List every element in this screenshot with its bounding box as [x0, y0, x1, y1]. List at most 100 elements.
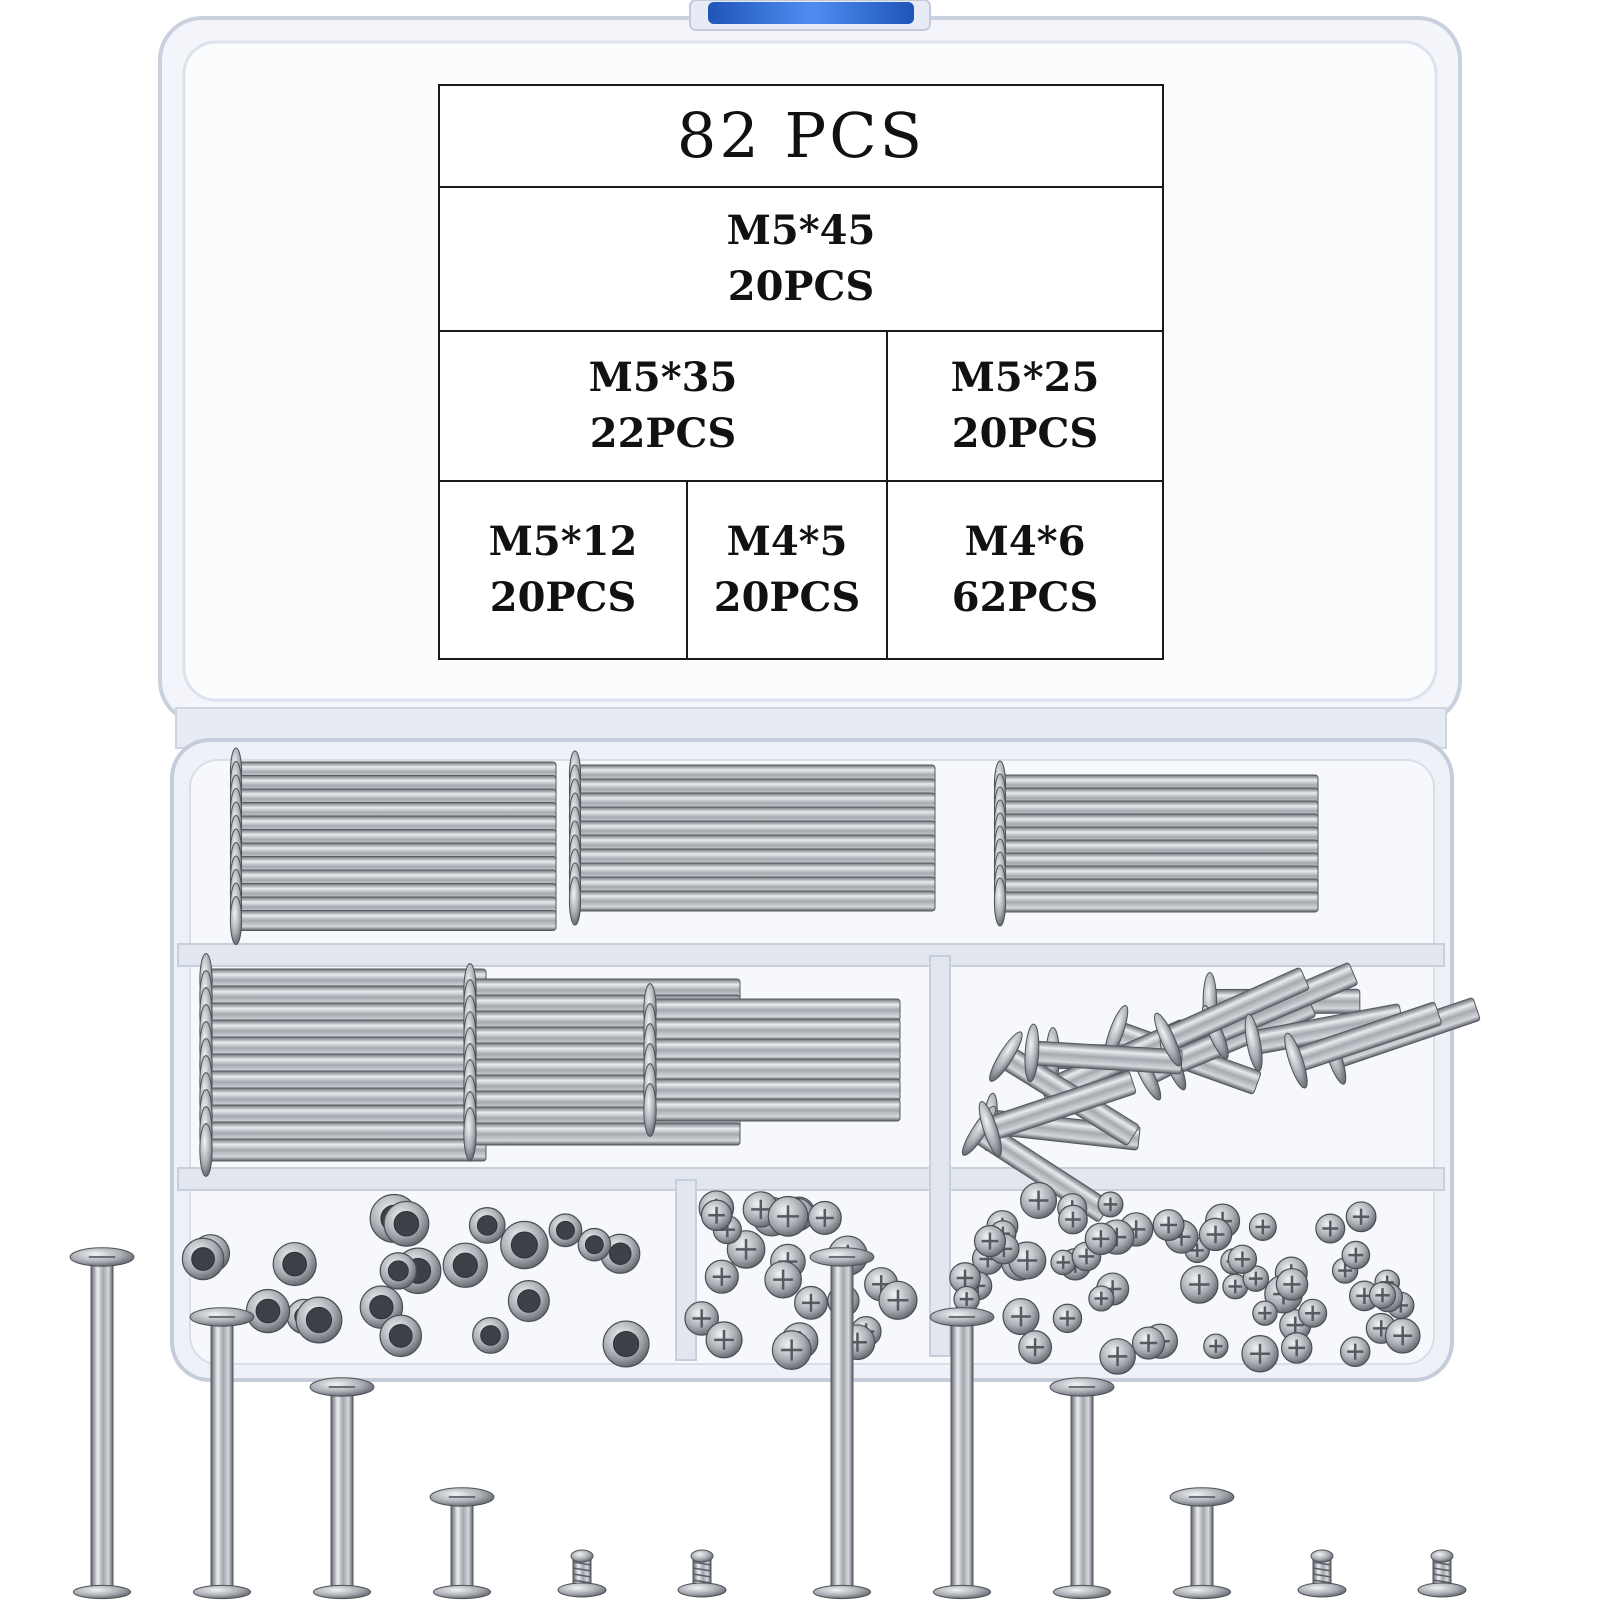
chicago-post [1284, 1001, 1442, 1089]
qty-label: 20PCS [727, 263, 875, 310]
screw-head [1339, 1336, 1371, 1367]
barrel-nut [272, 1241, 317, 1287]
chicago-post [993, 877, 1319, 927]
size-label: M4*6 [964, 518, 1086, 565]
screw-head [1052, 1303, 1083, 1334]
screw-head [973, 1225, 1007, 1258]
short-screw [1297, 1549, 1347, 1598]
chicago-post [643, 1083, 901, 1137]
qty-label: 22PCS [589, 410, 737, 457]
compartment-m5x35 [199, 953, 901, 1177]
screw-head [1088, 1285, 1115, 1312]
screw-head [1097, 1191, 1124, 1218]
screw-head [794, 1285, 828, 1320]
barrel-nut [472, 1316, 509, 1354]
screw-head [878, 1280, 918, 1320]
screw-head [704, 1259, 739, 1294]
chicago-post [1154, 967, 1310, 1067]
angled-post [1284, 1001, 1442, 1089]
barrel-nut [602, 1320, 650, 1368]
barrel-nut [500, 1220, 549, 1270]
screw-head [1050, 1249, 1077, 1276]
latch-clip[interactable] [689, 0, 931, 31]
screw-head [1131, 1326, 1166, 1360]
qty-label: 20PCS [489, 574, 637, 621]
angled-post [1154, 967, 1310, 1067]
barrel-nut [295, 1296, 343, 1344]
compartment-m5x12 [181, 1193, 650, 1368]
barrel-nut [507, 1280, 550, 1323]
short-screw [1417, 1549, 1467, 1598]
barrel-nut [379, 1314, 423, 1358]
lid-label-table: 82 PCS M5*45 20PCS M5*35 22PCS M5*25 20P… [438, 84, 1164, 660]
screw-head [767, 1195, 809, 1237]
cell-m5x12: M5*12 20PCS [440, 482, 686, 658]
tray-dividers [177, 943, 1445, 1361]
size-label: M5*45 [726, 207, 876, 254]
loose-post-m5x45 [809, 1247, 875, 1600]
loose-post-m5x12 [429, 1487, 495, 1600]
screw-head [1384, 1317, 1421, 1354]
size-label: M5*25 [950, 354, 1100, 401]
screw-head [1241, 1335, 1279, 1373]
barrel-nut [548, 1213, 583, 1248]
chicago-post [1024, 1023, 1183, 1083]
barrel-nut [468, 1207, 506, 1244]
screw-head [1002, 1298, 1040, 1336]
loose-post-m5x35 [189, 1307, 255, 1600]
cell-m5x45: M5*45 20PCS [440, 188, 1162, 330]
barrel-nut [442, 1242, 488, 1288]
loose-post-m5x45 [69, 1247, 135, 1600]
short-screw [557, 1549, 607, 1598]
screw-head [1345, 1201, 1377, 1233]
cell-m5x35: M5*35 22PCS [440, 332, 886, 480]
size-label: M4*5 [726, 518, 848, 565]
loose-post-m5x12 [1169, 1487, 1235, 1600]
qty-label: 62PCS [951, 574, 1099, 621]
screw-head [1020, 1181, 1058, 1219]
screw-head [1315, 1213, 1346, 1244]
screw-head [1084, 1222, 1118, 1256]
screw-head [1198, 1217, 1233, 1252]
screw-head [1252, 1300, 1278, 1326]
screw-head [807, 1200, 842, 1235]
loose-post-m5x25 [309, 1377, 375, 1600]
screw-head [1227, 1244, 1258, 1274]
screw-head [1058, 1204, 1088, 1235]
screw-head [1368, 1281, 1397, 1309]
qty-label: 20PCS [713, 574, 861, 621]
screw-head [1298, 1298, 1328, 1328]
barrel-nut [577, 1227, 612, 1262]
cell-m4x6: M4*6 62PCS [888, 482, 1162, 658]
total-count-title: 82 PCS [676, 99, 926, 172]
screw-head [1248, 1212, 1277, 1241]
screw-head [705, 1321, 743, 1359]
screw-head [1099, 1338, 1136, 1375]
compartment-m5x45 [229, 747, 1319, 945]
foreground-screws [69, 1247, 1467, 1600]
short-screw [677, 1549, 727, 1598]
chicago-post [229, 896, 557, 945]
screw-head [1018, 1330, 1053, 1365]
compartment-m4x6 [949, 1181, 1421, 1375]
qty-label: 20PCS [951, 410, 1099, 457]
screw-head [684, 1301, 719, 1336]
barrel-nut [379, 1252, 418, 1290]
angled-post [1024, 1023, 1183, 1083]
barrel-nut [383, 1200, 430, 1247]
screw-head [1180, 1265, 1219, 1304]
size-label: M5*12 [488, 518, 638, 565]
chicago-post [978, 1070, 1137, 1157]
barrel-nut [245, 1288, 291, 1334]
screw-head [953, 1285, 980, 1313]
screw-head [700, 1199, 733, 1231]
loose-post-m5x35 [929, 1307, 995, 1600]
screw-head [1203, 1333, 1229, 1359]
screw-head [1341, 1240, 1371, 1270]
screw-head [1280, 1332, 1313, 1364]
chicago-post [199, 1123, 487, 1177]
size-label: M5*35 [588, 354, 738, 401]
screw-head [771, 1330, 812, 1370]
chicago-post [568, 876, 936, 926]
barrel-nut [181, 1237, 225, 1281]
